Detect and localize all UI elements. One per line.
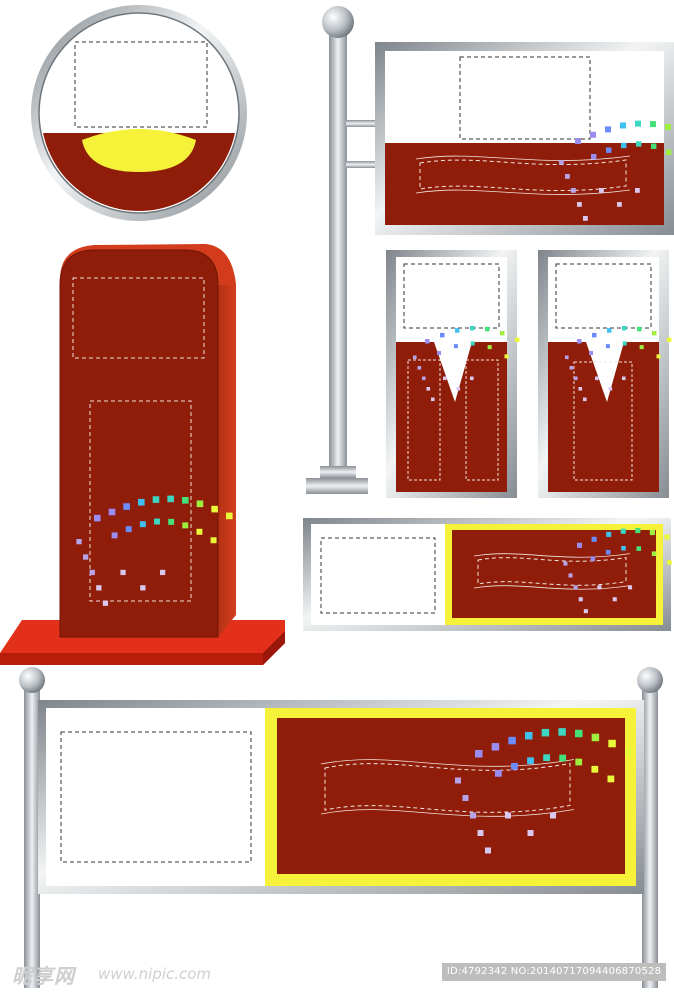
color-dot-arc bbox=[565, 325, 672, 402]
right-post bbox=[642, 688, 658, 988]
hanging-sign-red-panel bbox=[385, 143, 664, 225]
pole-bracket bbox=[346, 161, 376, 168]
wave-ribbon-outline bbox=[473, 553, 631, 590]
vertical-sign-placeholder bbox=[403, 263, 500, 329]
color-dot-arc bbox=[559, 120, 672, 221]
left-post-ball-cap bbox=[19, 667, 45, 693]
color-dot-arc bbox=[413, 325, 520, 402]
circular-sign-placeholder bbox=[74, 41, 208, 128]
pillar-sign bbox=[0, 244, 285, 665]
pillar-top-placeholder bbox=[72, 277, 205, 359]
color-dot-arc bbox=[455, 728, 633, 854]
watermark-url: www.nipic.com bbox=[98, 965, 212, 983]
vertical-sign-notch bbox=[586, 342, 624, 402]
wave-ribbon-outline bbox=[415, 155, 631, 195]
vertical-sign-right bbox=[538, 250, 672, 498]
pole bbox=[329, 28, 347, 473]
hanging-sign-placeholder bbox=[459, 56, 591, 140]
left-post bbox=[24, 688, 40, 988]
banner-sign-placeholder bbox=[60, 731, 252, 863]
color-dot-arc bbox=[76, 495, 233, 606]
pole-base bbox=[306, 478, 368, 494]
horizontal-wall-sign bbox=[303, 518, 672, 631]
vertical-sign-notch bbox=[434, 342, 472, 402]
watermark-logo: 昵享网 bbox=[12, 964, 75, 988]
vertical-sign-left bbox=[386, 250, 520, 498]
vertical-sign-placeholder bbox=[555, 263, 652, 329]
pillar-front bbox=[59, 249, 219, 638]
wall-sign-placeholder bbox=[320, 537, 436, 614]
circular-sign-yellow-arc bbox=[82, 129, 196, 172]
pillar-side bbox=[205, 247, 236, 637]
pole-bracket bbox=[346, 120, 376, 127]
color-dot-arc bbox=[563, 528, 672, 614]
pole-hanging-sign bbox=[306, 6, 674, 494]
banner-sign-red-panel bbox=[277, 718, 625, 874]
wave-ribbon-outline bbox=[320, 759, 575, 817]
pole-ball-cap bbox=[322, 6, 354, 38]
pillar-body-placeholder bbox=[89, 400, 192, 602]
watermark-id: ID:4792342 NO:20140717094406870528 bbox=[442, 963, 666, 981]
wall-sign-red-panel bbox=[452, 530, 656, 618]
circular-sign bbox=[31, 5, 247, 221]
right-post-ball-cap bbox=[637, 667, 663, 693]
post-banner-sign bbox=[19, 667, 663, 988]
